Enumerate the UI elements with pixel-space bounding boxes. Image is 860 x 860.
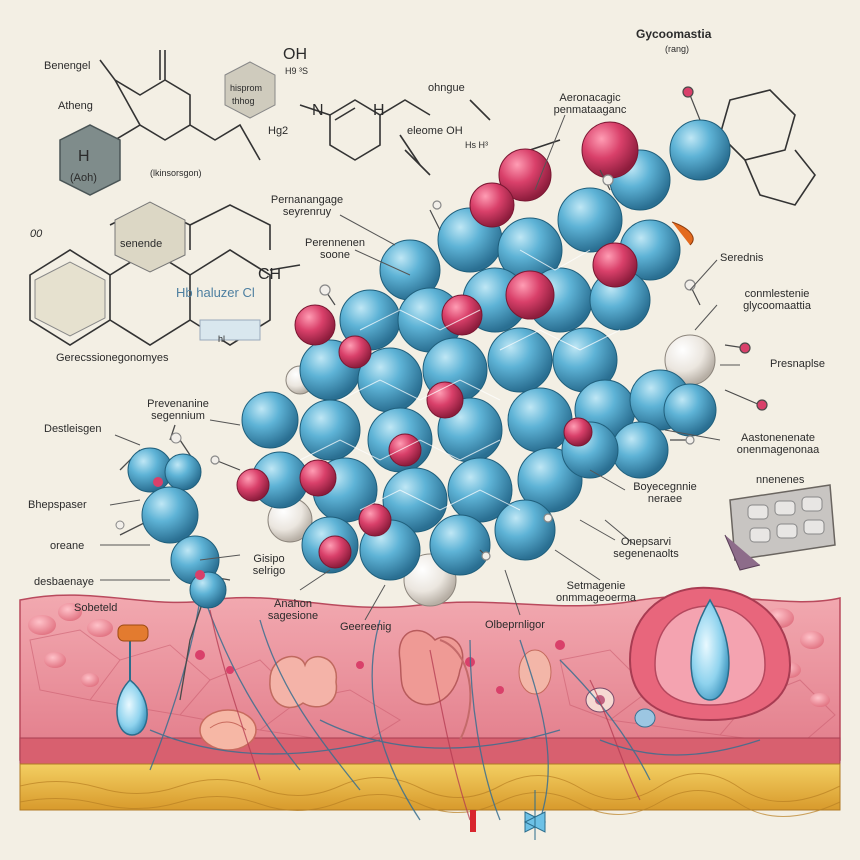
gland-lobed [269,655,338,709]
label-senende: senende [120,238,163,250]
vessel-network-red [209,609,641,821]
label-atheng: Atheng [58,100,93,112]
label-boyecegnnie: Boyecegnnie neraee [633,481,697,505]
label-benengel: Benengel [44,60,91,72]
protein-cluster [236,119,731,607]
label-hb-haluzer: Hb haluzer Cl [176,285,255,300]
label-thhog: thhog [232,96,255,106]
label-ohngue: ohngue [428,82,465,94]
pill-blister-pack [724,484,836,571]
label-oh-top: OH [283,46,307,63]
label-olbeprnligor: Olbeprnligor [485,619,545,631]
label-eleome-oh: eleome OH [407,125,463,137]
label-desbaenaye: desbaenaye [34,576,94,588]
label-aastonenenate: Aastonenenate onenmagenonaa [736,432,820,456]
label-hl: hl [218,334,226,344]
needle-markers [470,790,547,840]
label-n: N [312,102,324,119]
label-setmagenie: Setmagenie onmmageoerma [555,580,637,604]
label-hg2: Hg2 [268,125,289,137]
right-nipple-structure [628,586,792,722]
label-aeronacagic: Aeronacagic penmataaganc [553,92,627,116]
label-oreane: oreane [50,540,85,552]
label-aoh: (Aoh) [70,172,97,184]
label-geereenig: Geereenig [340,621,392,633]
label-lkinsorsgon: (lkinsorsgon) [150,168,202,178]
label-h-hex: H [78,148,90,165]
label-serednis: Serednis [720,252,764,264]
fat-layer [19,763,841,811]
label-anahon: Anahon sagesione [267,598,319,622]
label-pernanangage: Pernanangage seyrenruy [270,194,344,218]
label-perennenen: Perennenen soone [305,237,365,261]
protein-bonds [299,249,621,511]
small-valve [585,687,656,728]
vessel-network [149,599,761,821]
title-sub-label: (rang) [665,44,690,54]
label-nnenenes: nnenenes [756,474,805,486]
left-molecule-chain [115,424,231,701]
label-hs-h3: Hs H³ [465,140,488,150]
label-00: 00 [30,228,43,240]
leader-lines [100,114,740,621]
hex-shaded [34,61,276,341]
gland-left [199,709,257,751]
label-gisipo: Gisipo selrigo [252,553,286,577]
label-ch: CH [258,266,282,283]
gland-center [398,629,472,741]
protein-side-chains [210,86,768,561]
label-bhepspaser: Bhepspaser [28,499,87,511]
dermis-band [19,737,841,765]
left-duct-drop [116,624,149,736]
label-prevenanine: Prevenanine segennium [147,398,209,422]
label-h-mid: H [373,102,385,119]
label-h9: H9 ³S [285,66,309,76]
label-hisprom: hisprom [230,83,263,93]
label-destleisgen: Destleisgen [44,423,102,435]
label-conmlestenie: conmlestenie glycoomaattia [743,288,811,312]
label-sobeteld: Sobeteld [74,602,118,614]
title-label: Gycoomastia [636,27,712,41]
tissue-cross-section [19,586,841,840]
label-gerecssion: Gerecssionegonomyes [56,352,169,364]
fat-lobules [19,773,841,817]
label-onepsarvi: Onepsarvi segenenaolts [613,536,679,560]
label-presnaplse: Presnaplse [770,358,826,370]
